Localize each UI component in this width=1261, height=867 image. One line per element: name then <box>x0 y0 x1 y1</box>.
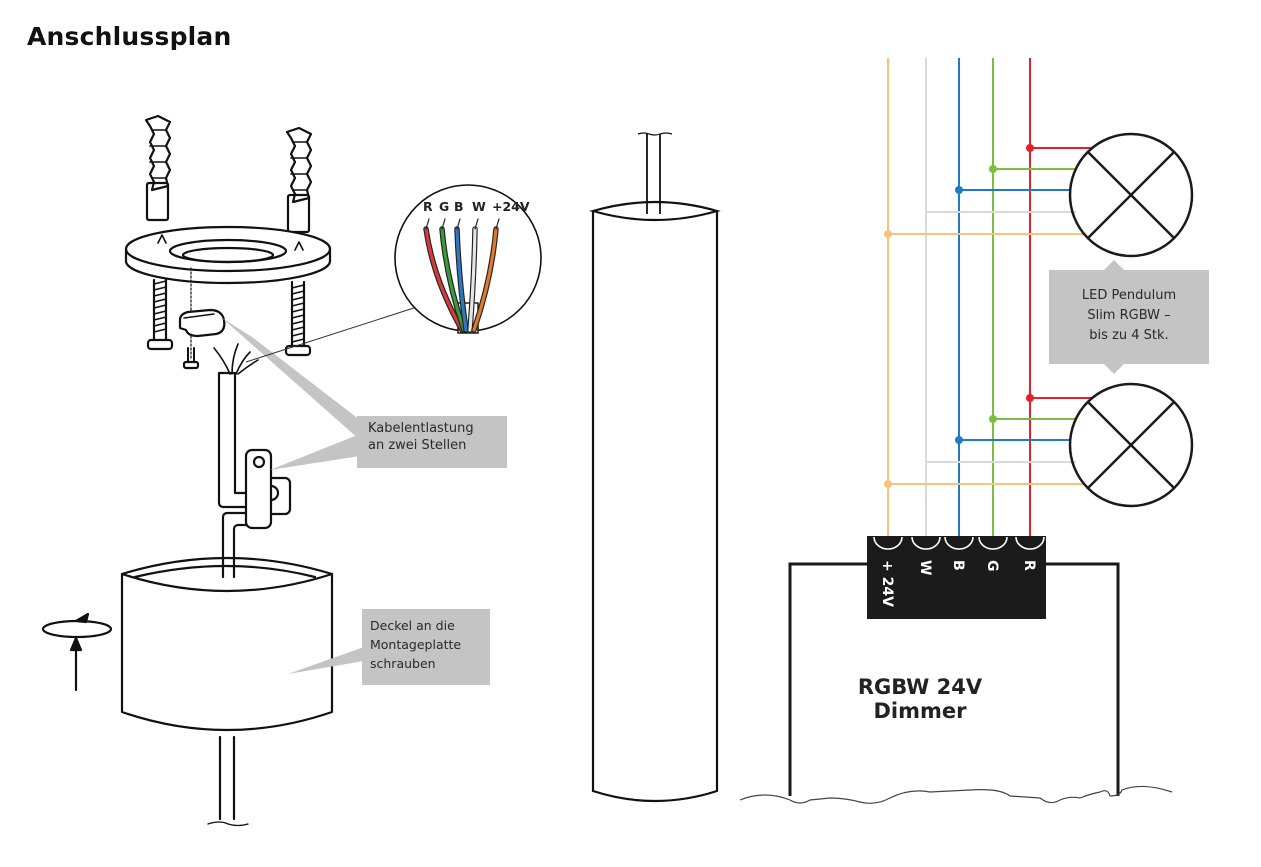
callout-line: Kabelentlastung <box>368 421 474 436</box>
terminal-label-b: B <box>950 560 966 571</box>
wire-label: W <box>472 199 486 214</box>
wire-label: R <box>423 199 433 214</box>
junction-dot-b <box>955 436 963 444</box>
wire-g <box>440 227 466 332</box>
terminal-screw-icon <box>978 536 1008 550</box>
terminal-label-r: R <box>1021 560 1037 571</box>
terminal-label-24v: + 24V <box>879 560 895 607</box>
tap-line-w <box>925 211 1076 220</box>
wire-tip <box>474 218 479 230</box>
callout-line: bis zu 4 Stk. <box>1089 328 1169 343</box>
junction-dot-r <box>1026 394 1034 402</box>
terminal-label-w: W <box>917 560 933 575</box>
wiring-schematic: + 24V W B G R <box>739 58 1194 804</box>
lamp-cross-line <box>1086 400 1176 490</box>
cut-edge-line <box>739 785 1173 804</box>
mounting-plate-icon <box>124 225 332 285</box>
wire-tip <box>495 218 500 230</box>
pendulum-lamp-icon <box>589 132 721 803</box>
terminal-screw-icon <box>911 536 941 550</box>
dimmer-label-line: RGBW 24V <box>857 675 983 699</box>
callout-line: Deckel an die <box>370 618 455 633</box>
junction-dot-r <box>1026 144 1034 152</box>
junction-dot-b <box>955 186 963 194</box>
screw-icon <box>284 280 312 357</box>
junction-dot-g <box>989 165 997 173</box>
wire-w <box>468 227 477 332</box>
wire-tip <box>425 218 430 230</box>
wall-plug-icon <box>285 126 313 234</box>
dimmer-label-line: Dimmer <box>873 699 967 723</box>
callout-line: LED Pendulum <box>1081 288 1177 303</box>
lamp-symbol-icon <box>1068 382 1194 508</box>
callout-pointer <box>1104 260 1124 270</box>
tap-line-w <box>925 461 1076 470</box>
wire-b <box>455 227 468 332</box>
junction-dot-g <box>989 415 997 423</box>
wire-tip <box>441 218 446 230</box>
callout-line: an zwei Stellen <box>368 438 467 453</box>
lamp-cross-line <box>1086 150 1176 240</box>
terminal-block <box>867 536 1046 619</box>
rotate-arrow-icon <box>41 612 113 692</box>
terminal-label-g: G <box>984 560 1000 572</box>
small-screw-icon <box>182 347 200 370</box>
terminal-screw-icon <box>873 536 903 550</box>
callout-pointer <box>222 318 360 440</box>
callout-line: Montageplatte <box>370 637 462 652</box>
wall-plug-icon <box>144 114 172 222</box>
strain-relief-bracket-icon <box>244 448 292 530</box>
callout-line: Slim RGBW – <box>1087 308 1171 323</box>
callout-led-pendulum: LED Pendulum Slim RGBW – bis zu 4 Stk. <box>1049 270 1209 364</box>
wire-r <box>424 227 464 332</box>
wire-label: B <box>454 199 464 214</box>
junction-dot-24v <box>884 230 892 238</box>
cover-cylinder-icon <box>120 556 334 732</box>
junction-dot-24v <box>884 480 892 488</box>
page-title: Anschlussplan <box>27 22 232 51</box>
wire-24v <box>472 227 498 332</box>
callout-strain-relief: Kabelentlastung an zwei Stellen <box>357 416 507 468</box>
wire-label: G <box>439 199 449 214</box>
terminal-screw-icon <box>1015 536 1045 550</box>
callout-pointer <box>1104 364 1124 374</box>
callout-pointer <box>270 434 360 470</box>
callout-pointer <box>288 647 364 674</box>
callout-cover: Deckel an die Montageplatte schrauben <box>362 609 490 685</box>
screw-icon <box>146 278 174 351</box>
dimmer-label: RGBW 24V Dimmer <box>840 675 1000 723</box>
wire-label: +24V <box>492 199 530 214</box>
cable-clamp-icon <box>178 308 226 338</box>
callout-line: schrauben <box>370 656 436 671</box>
lamp-symbol-icon <box>1068 132 1194 258</box>
wire-tip <box>456 218 461 230</box>
terminal-screw-icon <box>944 536 974 550</box>
mounting-assembly <box>41 114 334 827</box>
